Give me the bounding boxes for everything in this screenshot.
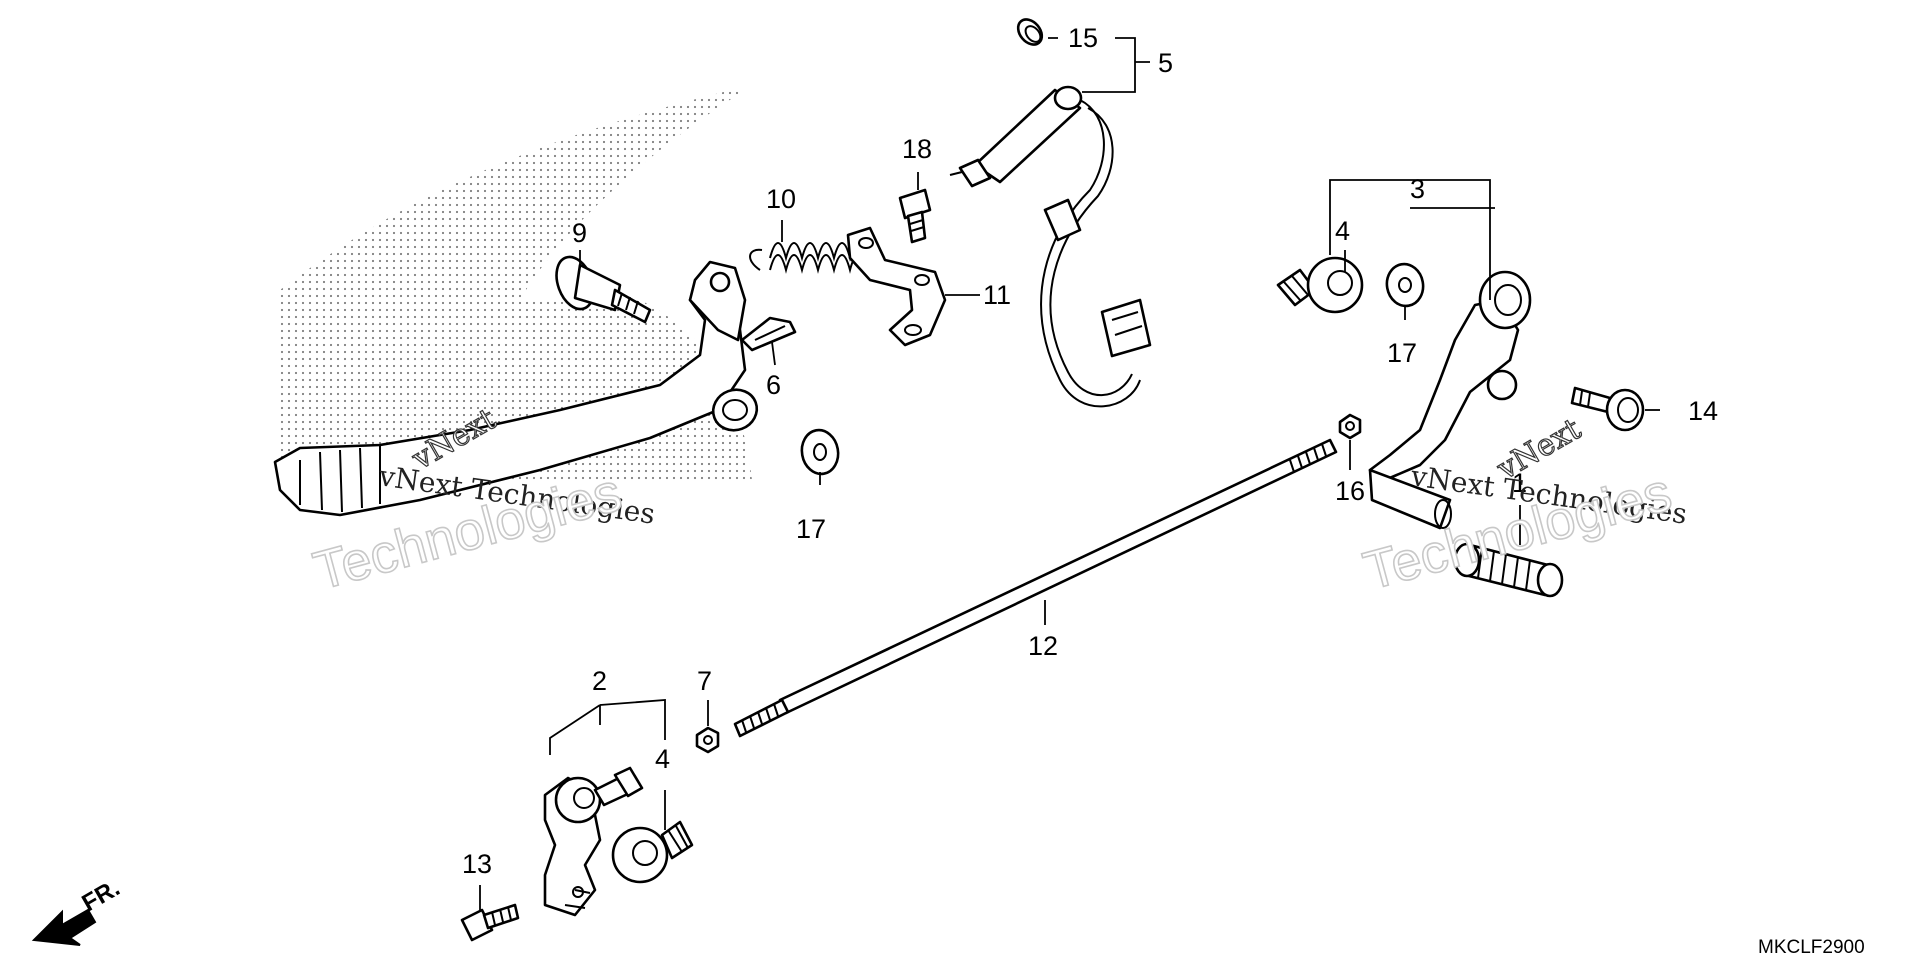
front-marker-label: FR. [78,874,125,917]
brake-pedal [273,260,759,517]
washer-right [1385,262,1425,308]
bracket-bolt [898,188,932,244]
gearshift-pedal [1368,270,1532,530]
callout-10: 10 [766,184,796,214]
callout-5: 5 [1158,48,1173,78]
rod-nut-upper [1338,413,1362,440]
callout-3: 3 [1410,174,1425,204]
shift-arm-bolt [460,903,520,942]
callout-7: 7 [697,666,712,696]
shift-rod [733,438,1338,738]
washer-left [800,428,840,476]
brake-light-switch [949,85,1152,408]
rod-end-lower [611,820,694,884]
cotter-pin [740,316,797,352]
callout-12: 12 [1028,631,1058,661]
diagram-code: MKCLF2900 [1758,937,1865,958]
callout-16: 16 [1335,476,1365,506]
pedal-rubber [1453,542,1564,598]
callout-17-right: 17 [1387,338,1417,368]
callouts: 15 5 18 10 9 11 6 17 3 4 17 14 16 1 12 2… [462,23,1718,879]
front-direction-arrow: FR. [31,874,125,946]
leader-lines [479,37,1660,910]
callout-4-lower: 4 [655,744,670,774]
callout-14: 13 [462,849,492,879]
callout-6: 6 [766,370,781,400]
callout-15: 15 [1068,23,1098,53]
callout-13: 14 [1688,396,1718,426]
callout-18: 18 [902,134,932,164]
pivot-bolt [555,255,652,324]
callout-4-upper: 4 [1335,216,1350,246]
pedal-pivot-bolt [1570,386,1645,432]
rod-end-upper [1276,256,1364,314]
callout-17-left: 17 [796,514,826,544]
callout-1: 1 [1512,468,1527,498]
stippled-background [280,88,752,480]
rod-nut-lower [695,726,720,754]
shift-arm [543,766,644,917]
callout-9: 9 [572,218,587,248]
callout-11: 11 [983,280,1011,310]
switch-bracket [846,226,947,347]
wire-clip [1016,18,1044,46]
callout-2: 2 [592,666,607,696]
